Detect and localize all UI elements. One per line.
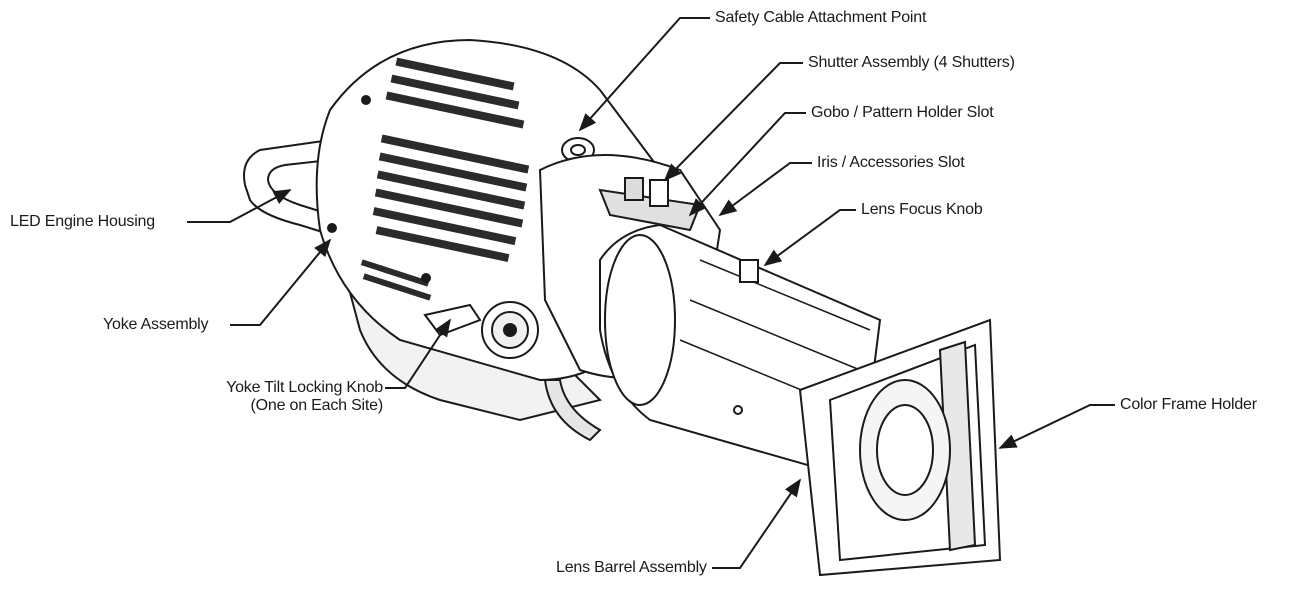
label-color-frame: Color Frame Holder <box>1120 396 1257 413</box>
engine-screw-icon <box>361 95 371 105</box>
label-safety-cable: Safety Cable Attachment Point <box>715 9 927 26</box>
vent-grille <box>360 57 530 301</box>
label-shutter-assembly: Shutter Assembly (4 Shutters) <box>808 54 1015 71</box>
label-gobo-holder: Gobo / Pattern Holder Slot <box>811 104 994 121</box>
shutter-handle <box>649 179 669 207</box>
yoke-screw-icon <box>327 223 337 233</box>
label-iris-slot: Iris / Accessories Slot <box>817 154 965 171</box>
label-yoke-tilt-line1: Yoke Tilt Locking Knob <box>226 379 383 396</box>
leader-lines <box>187 17 1115 569</box>
label-yoke-tilt-line2: (One on Each Site) <box>250 397 384 414</box>
lens-focus-knob-shape <box>739 259 759 283</box>
label-lens-focus-knob: Lens Focus Knob <box>861 201 983 218</box>
color-frame <box>798 318 1002 577</box>
shutter-handle <box>624 177 644 201</box>
label-led-engine: LED Engine Housing <box>10 213 155 230</box>
label-yoke-assembly: Yoke Assembly <box>103 316 209 333</box>
housing-screw-icon <box>421 273 431 283</box>
label-lens-barrel: Lens Barrel Assembly <box>556 559 707 576</box>
label-yoke-tilt-knob: Yoke Tilt Locking Knob (One on Each Site… <box>180 379 383 415</box>
